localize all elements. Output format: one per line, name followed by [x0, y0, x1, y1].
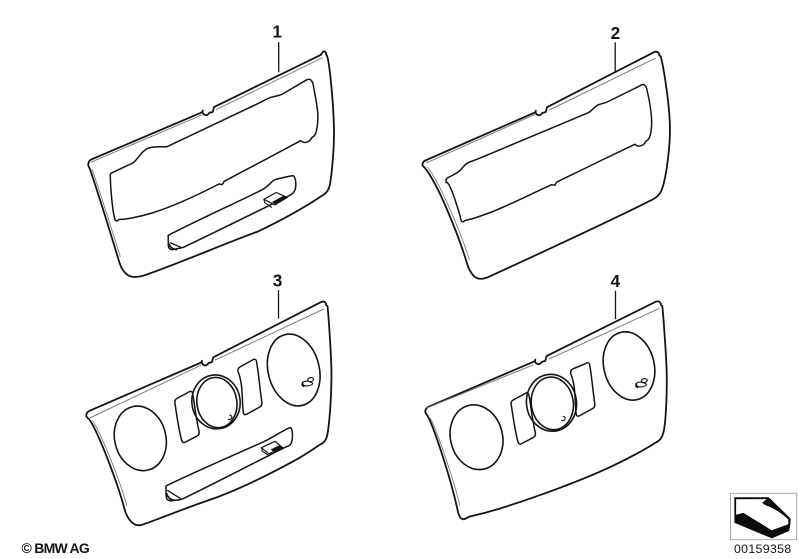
- svg-text:© BMW AG: © BMW AG: [22, 540, 90, 556]
- svg-text:3: 3: [273, 270, 283, 290]
- svg-text:00159358: 00159358: [734, 542, 792, 556]
- svg-text:4: 4: [610, 271, 620, 291]
- svg-text:2: 2: [611, 23, 621, 43]
- svg-text:1: 1: [272, 22, 282, 42]
